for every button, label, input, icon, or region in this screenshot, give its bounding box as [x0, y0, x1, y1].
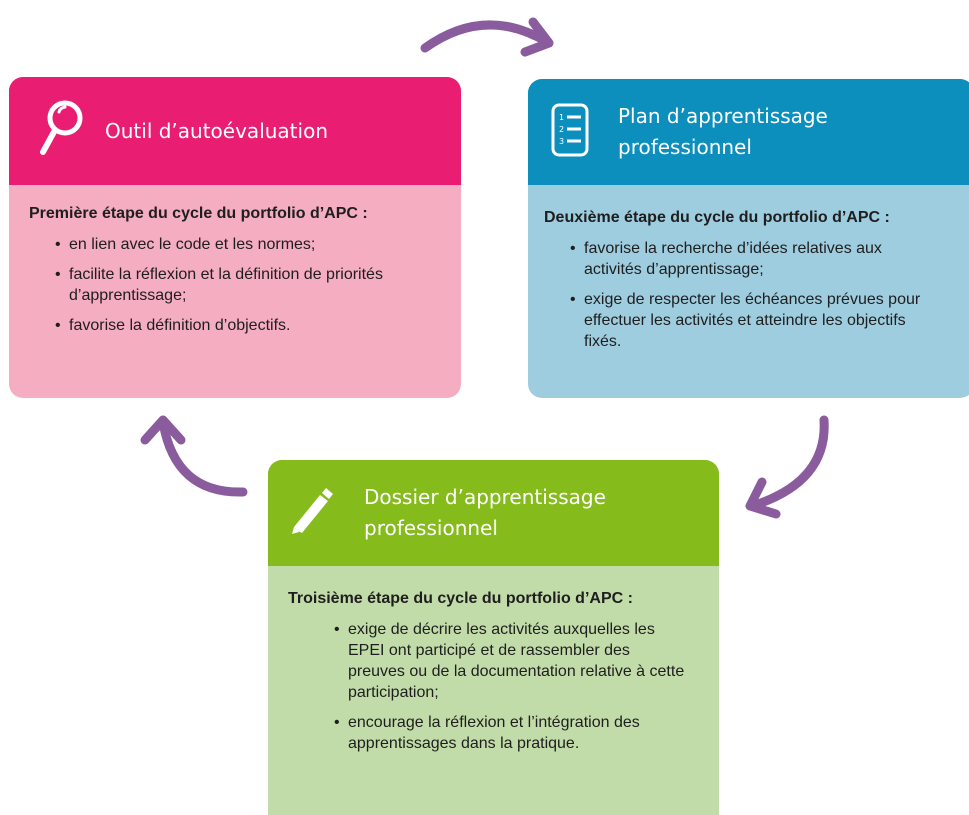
- learning-plan-card: 1 2 3 Plan d’apprentissage professionnel…: [528, 79, 969, 398]
- card-list: •favorise la recherche d’idées relatives…: [570, 238, 944, 352]
- cycle-arrow-top: [420, 17, 554, 57]
- list-item: •exige de respecter les échéances prévue…: [570, 291, 921, 350]
- bullet: •: [570, 291, 576, 308]
- card-list: •exige de décrire les activités auxquell…: [334, 619, 689, 754]
- bullet: •: [55, 317, 61, 334]
- pencil-icon: [290, 487, 334, 540]
- list-item: •favorise la recherche d’idées relatives…: [570, 240, 882, 278]
- card-title: Plan d’apprentissage professionnel: [618, 104, 828, 159]
- card-lead: Deuxième étape du cycle du portfolio d’A…: [544, 209, 890, 226]
- bullet: •: [55, 236, 61, 253]
- list-item: •encourage la réflexion et l’intégration…: [334, 714, 640, 752]
- card-header: 1 2 3 Plan d’apprentissage professionnel: [528, 79, 969, 185]
- cycle-arrow-right: [745, 415, 829, 519]
- card-body: Première étape du cycle du portfolio d’A…: [9, 185, 461, 336]
- bullet: •: [334, 714, 340, 731]
- list-item: •favorise la définition d’objectifs.: [55, 317, 291, 334]
- card-title: Dossier d’apprentissage professionnel: [364, 485, 606, 540]
- list-item: •en lien avec le code et les normes;: [55, 236, 316, 253]
- card-lead: Première étape du cycle du portfolio d’A…: [29, 205, 368, 222]
- list-item: •facilite la réflexion et la définition …: [55, 266, 383, 304]
- bullet: •: [55, 266, 61, 283]
- svg-text:2: 2: [559, 125, 564, 134]
- card-header: Outil d’autoévaluation: [9, 77, 461, 185]
- svg-text:1: 1: [559, 113, 564, 122]
- svg-text:3: 3: [559, 137, 564, 146]
- card-body: Deuxième étape du cycle du portfolio d’A…: [528, 185, 969, 352]
- card-title: Outil d’autoévaluation: [105, 118, 328, 143]
- learning-record-card: Dossier d’apprentissage professionnel Tr…: [268, 460, 719, 815]
- cycle-arrow-left: [140, 415, 248, 497]
- bullet: •: [570, 240, 576, 257]
- self-assessment-card: Outil d’autoévaluation Première étape du…: [9, 77, 461, 398]
- card-lead: Troisième étape du cycle du portfolio d’…: [288, 590, 633, 607]
- numbered-list-icon: 1 2 3: [550, 102, 590, 163]
- card-header: Dossier d’apprentissage professionnel: [268, 460, 719, 566]
- card-body: Troisième étape du cycle du portfolio d’…: [268, 566, 719, 754]
- bullet: •: [334, 621, 340, 638]
- list-item: •exige de décrire les activités auxquell…: [334, 621, 685, 701]
- card-list: •en lien avec le code et les normes; •fa…: [55, 234, 421, 336]
- magnifier-icon: [39, 99, 87, 164]
